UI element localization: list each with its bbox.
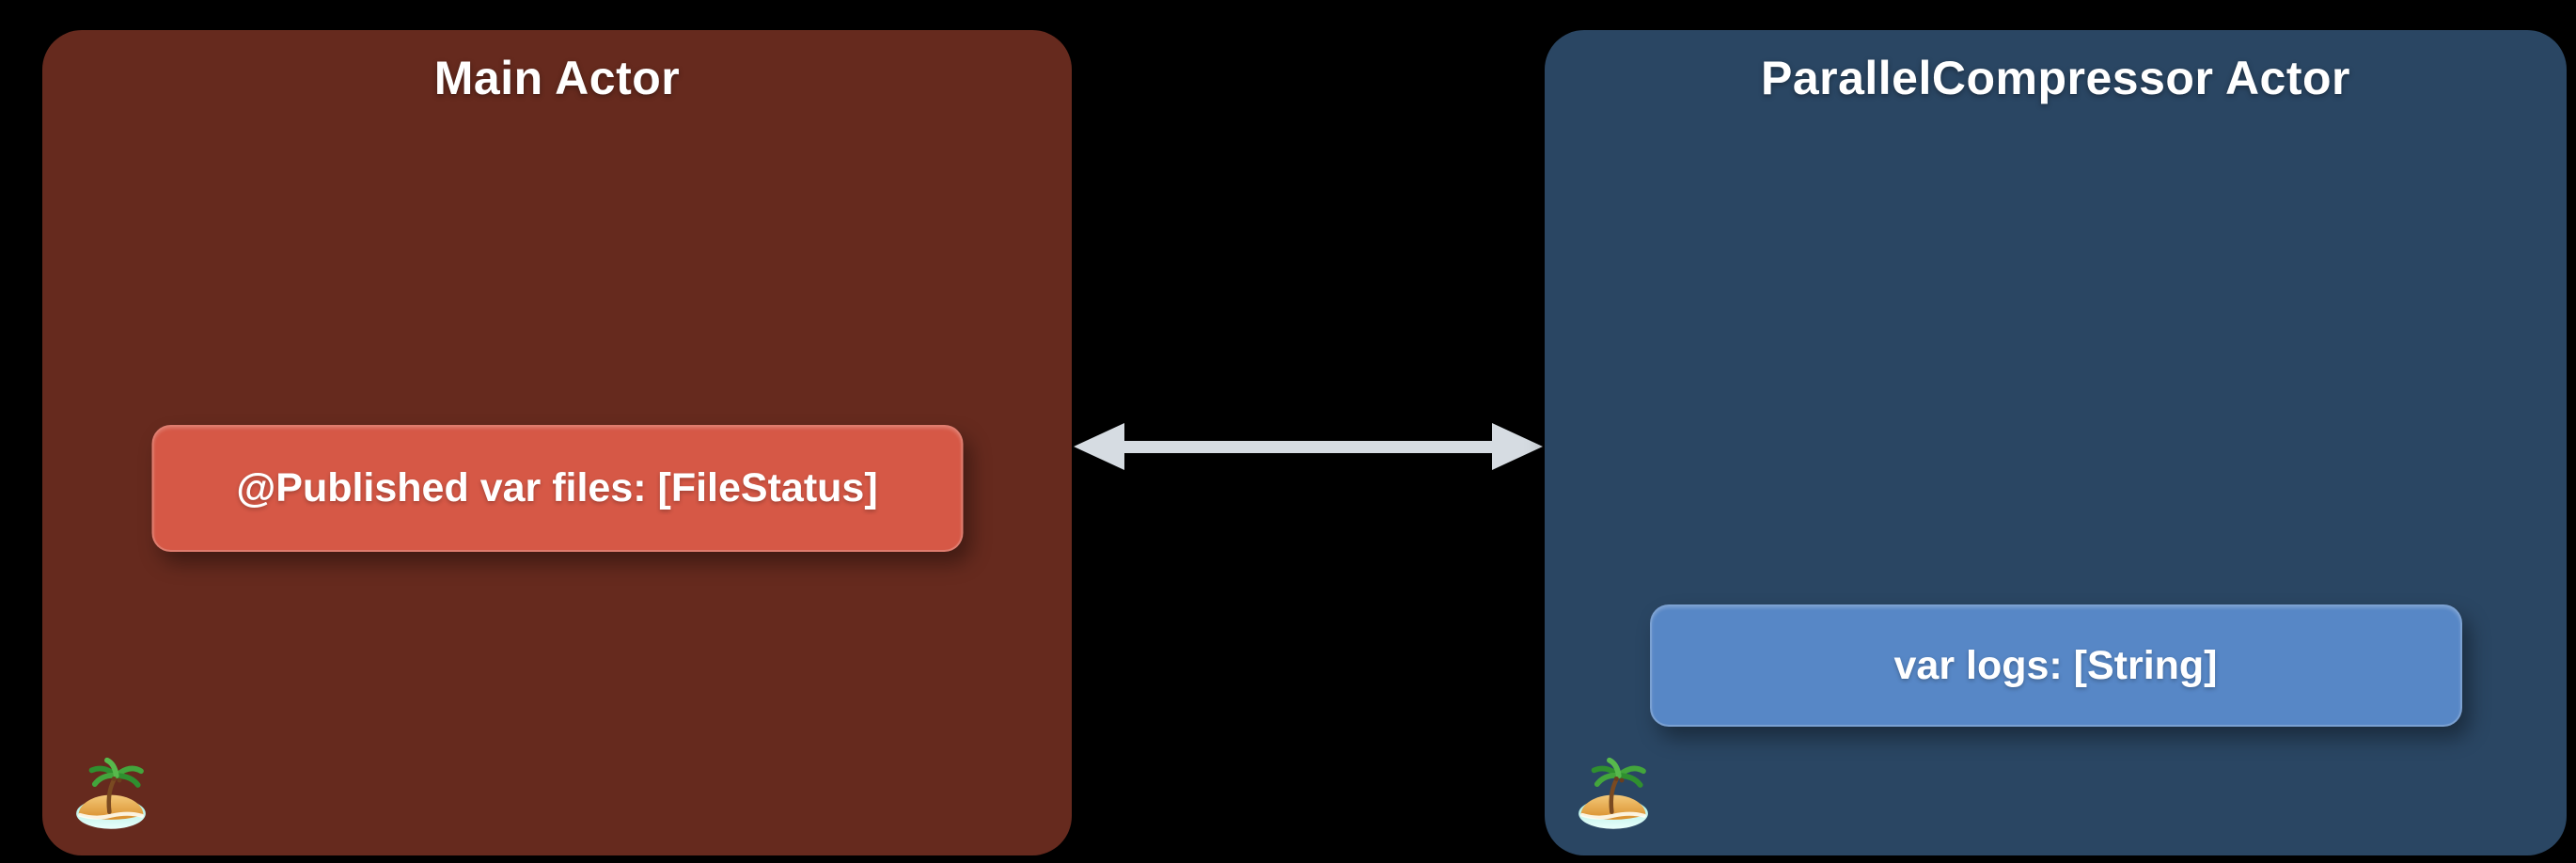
- parallelcompressor-actor-card: ParallelCompressor Actor var logs: [Stri…: [1545, 30, 2567, 855]
- bidirectional-arrow: [1072, 420, 1545, 473]
- logs-badge: var logs: [String]: [1649, 604, 2462, 727]
- desert-island-icon: [76, 757, 146, 829]
- main-actor-card: Main Actor @Published var files: [FileSt…: [42, 30, 1072, 855]
- published-files-badge: @Published var files: [FileStatus]: [151, 425, 963, 552]
- main-actor-title: Main Actor: [433, 52, 681, 104]
- parallelcompressor-actor-title: ParallelCompressor Actor: [1760, 52, 2351, 104]
- desert-island-icon: [1579, 757, 1648, 829]
